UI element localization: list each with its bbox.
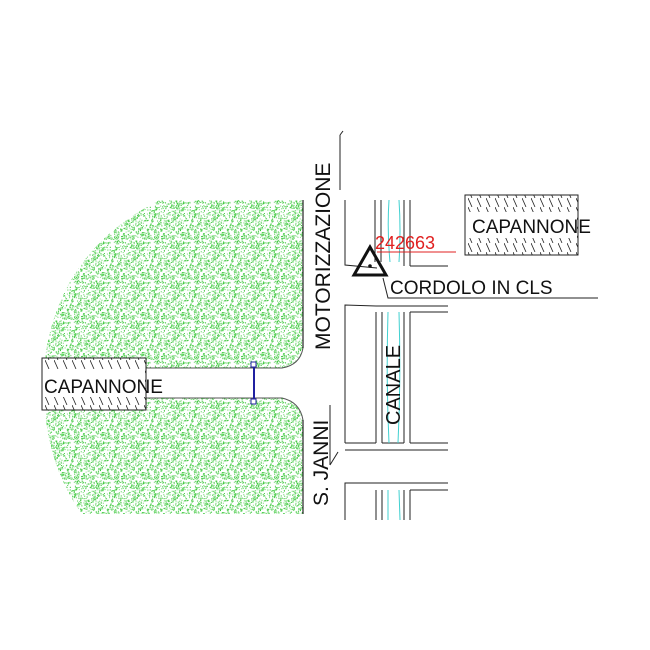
- curb-leader: [382, 277, 598, 299]
- vegetation-area-north: [45, 200, 303, 368]
- street-leader: [329, 451, 339, 466]
- building-label: CAPANNONE: [472, 217, 591, 238]
- building-capannone-right: CAPANNONE: [464, 194, 591, 256]
- street-label-motorizzazione: MOTORIZZAZIONE: [312, 163, 335, 350]
- gate-marker-icon: [250, 361, 257, 405]
- access-road: [146, 347, 304, 421]
- survey-point-triangle-icon: [351, 243, 389, 277]
- street-label-s-janni: S. JANNI: [310, 420, 333, 506]
- survey-point-id: 242663: [375, 233, 435, 253]
- curb-label: CORDOLO IN CLS: [390, 278, 553, 299]
- vegetation-area-south: [45, 398, 303, 514]
- street-leader: [339, 130, 344, 136]
- road-network: [344, 200, 448, 520]
- canal-water: [386, 199, 401, 521]
- building-capannone-left: CAPANNONE: [41, 357, 163, 411]
- building-label: CAPANNONE: [44, 377, 163, 398]
- canal-label: CANALE: [383, 345, 405, 425]
